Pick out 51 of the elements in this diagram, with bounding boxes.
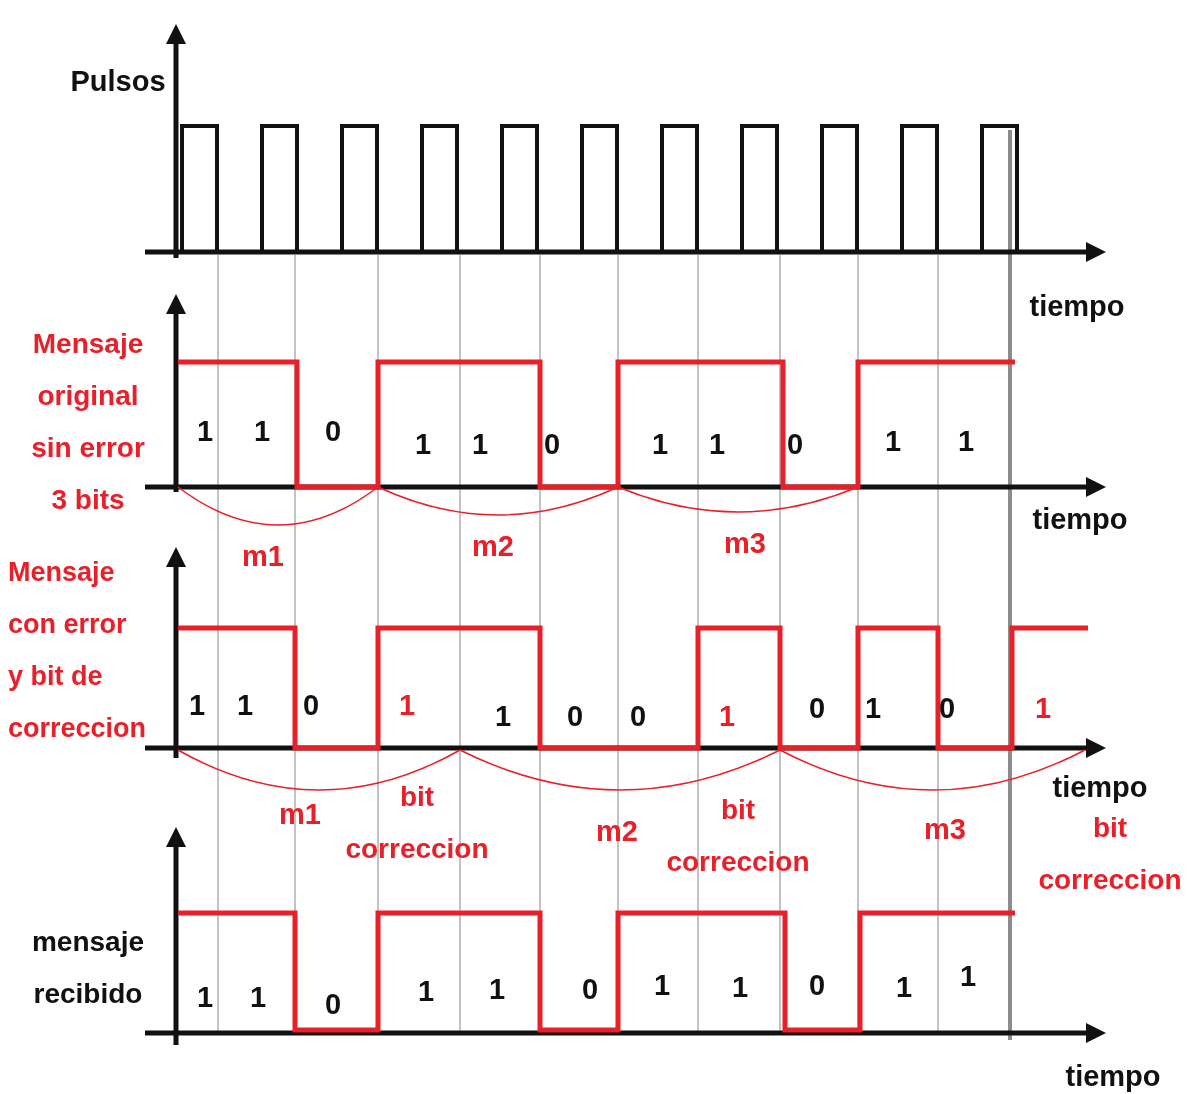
segment-label: m3: [924, 814, 966, 846]
bit-value: 0: [938, 693, 956, 725]
bit-value: 1: [414, 429, 432, 461]
bit-value: 0: [629, 701, 647, 733]
bit-value: 1: [417, 976, 435, 1008]
row-label: mensaje recibido: [30, 925, 146, 1011]
bit-value: 1: [471, 429, 489, 461]
bit-value: 1: [494, 701, 512, 733]
axis-title: tiempo: [1065, 1061, 1161, 1093]
bit-value: 0: [543, 429, 561, 461]
bit-value: 1: [731, 972, 749, 1004]
bit-value: 1: [236, 690, 254, 722]
bit-value: 0: [581, 974, 599, 1006]
axis-title: Pulsos: [70, 66, 166, 98]
bit-value: 0: [808, 693, 826, 725]
segment-label: bit correccion: [344, 780, 490, 866]
bit-value: 1: [253, 416, 271, 448]
bit-value: 0: [324, 416, 342, 448]
bit-value: 1: [249, 982, 267, 1014]
bit-value: 1: [718, 701, 736, 733]
segment-label: bit correccion: [1037, 811, 1183, 897]
bit-value: 0: [324, 989, 342, 1021]
bit-value: 1: [1034, 693, 1052, 725]
segment-label: bit correccion: [665, 793, 811, 879]
bit-value: 1: [188, 690, 206, 722]
bit-value: 1: [895, 972, 913, 1004]
bit-value: 1: [864, 693, 882, 725]
axis-title: tiempo: [1052, 772, 1148, 804]
axis-title: tiempo: [1029, 291, 1125, 323]
bit-value: 1: [398, 690, 416, 722]
bit-value: 1: [196, 982, 214, 1014]
bit-value: 0: [302, 690, 320, 722]
segment-label: m3: [724, 528, 766, 560]
segment-label: m2: [596, 816, 638, 848]
bit-value: 1: [651, 429, 669, 461]
bit-value: 0: [808, 970, 826, 1002]
bit-value: 1: [196, 416, 214, 448]
axis-title: tiempo: [1032, 504, 1128, 536]
bit-value: 1: [884, 426, 902, 458]
bit-value: 0: [786, 429, 804, 461]
bit-value: 1: [653, 970, 671, 1002]
segment-label: m2: [472, 531, 514, 563]
segment-label: m1: [242, 541, 284, 573]
row-label: Mensaje original sin error 3 bits: [30, 327, 146, 517]
row-label: Mensaje con error y bit de correccion: [8, 556, 147, 745]
bit-value: 1: [959, 961, 977, 993]
bit-value: 0: [566, 701, 584, 733]
segment-label: m1: [279, 799, 321, 831]
bit-value: 1: [957, 426, 975, 458]
bit-value: 1: [708, 429, 726, 461]
bit-value: 1: [488, 974, 506, 1006]
